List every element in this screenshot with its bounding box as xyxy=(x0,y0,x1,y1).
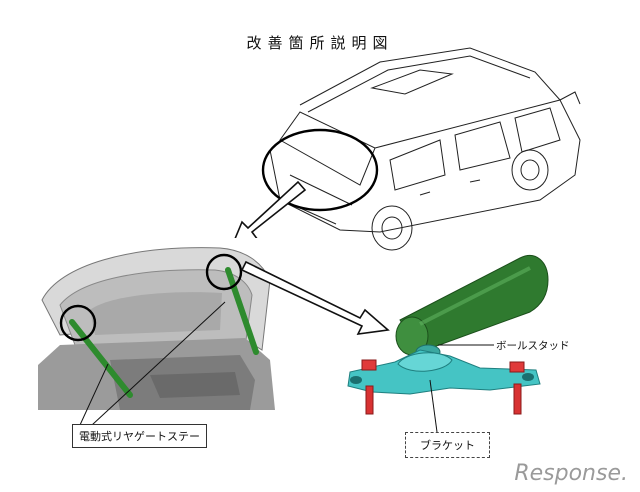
ball-stud-label: ボールスタッド xyxy=(496,340,570,352)
strut-label-leaders xyxy=(79,301,226,426)
highlight-circle-right xyxy=(205,253,243,291)
detail-leaders xyxy=(429,344,494,433)
response-watermark: Response. xyxy=(514,461,628,486)
suv-drawing xyxy=(269,47,581,251)
highlight-circle-left xyxy=(59,304,97,342)
left-strut xyxy=(69,319,133,398)
arrow-car-to-photo xyxy=(230,180,307,248)
arrow-photo-to-detail xyxy=(240,260,390,335)
tailgate-photo xyxy=(38,238,276,410)
right-strut xyxy=(225,267,259,355)
highlight-ellipse xyxy=(261,128,379,212)
bracket-detail xyxy=(347,255,549,415)
diagram-title: 改善箇所説明図 xyxy=(246,34,394,52)
strut-label: 電動式リヤゲートステー xyxy=(72,424,207,448)
bracket-label: ブラケット xyxy=(405,432,490,458)
